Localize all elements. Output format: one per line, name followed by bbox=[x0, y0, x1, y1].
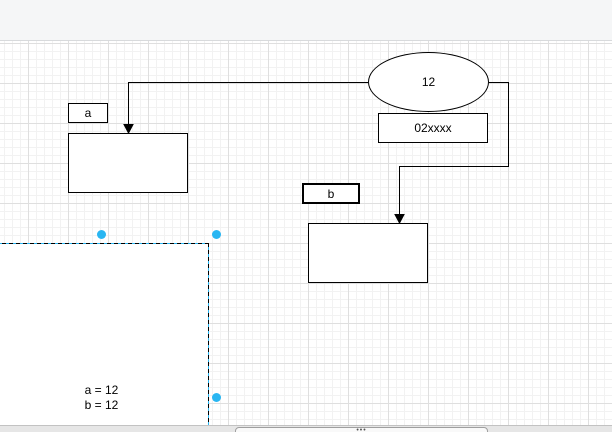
value-ellipse-text: 12 bbox=[421, 75, 436, 89]
diagram-canvas[interactable]: a = 12 b = 12 a b 02xxxx 12 bbox=[0, 41, 612, 425]
code-box[interactable]: 02xxxx bbox=[378, 113, 488, 143]
code-box-text: 02xxxx bbox=[414, 121, 452, 135]
result-shape[interactable]: a = 12 b = 12 bbox=[0, 243, 208, 425]
var-b-label-text: b bbox=[327, 186, 335, 201]
horizontal-scrollbar-thumb[interactable]: ••• bbox=[235, 427, 488, 432]
selection-handle-top-right[interactable] bbox=[212, 230, 221, 239]
header-bar bbox=[0, 0, 612, 41]
value-ellipse[interactable]: 12 bbox=[368, 52, 489, 112]
grip-dots-icon: ••• bbox=[356, 427, 367, 432]
selection-handle-top-center[interactable] bbox=[97, 230, 106, 239]
result-line-b: b = 12 bbox=[84, 398, 119, 412]
b-process-box[interactable] bbox=[308, 223, 428, 283]
a-process-box[interactable] bbox=[68, 133, 188, 193]
selection-handle-right-middle[interactable] bbox=[212, 393, 221, 402]
var-b-label-box[interactable]: b bbox=[302, 183, 360, 204]
edge-ellipse-to-b-arrowhead bbox=[394, 214, 405, 225]
selection-border-top bbox=[0, 243, 209, 244]
var-a-label-text: a bbox=[84, 106, 92, 120]
edge-ellipse-to-a[interactable] bbox=[128, 82, 369, 126]
result-line-a: a = 12 bbox=[84, 383, 119, 397]
var-a-label-box[interactable]: a bbox=[68, 103, 108, 123]
selection-border-right bbox=[208, 243, 209, 425]
edge-ellipse-to-a-arrowhead bbox=[123, 124, 134, 135]
horizontal-scrollbar-track[interactable]: ••• bbox=[0, 425, 612, 432]
